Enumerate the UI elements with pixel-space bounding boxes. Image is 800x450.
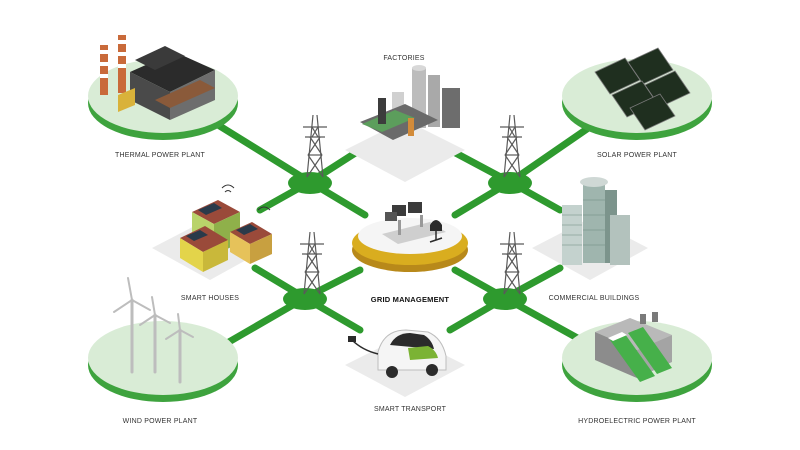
transmission-tower-icon	[500, 231, 524, 295]
junction-nodes	[283, 172, 532, 310]
thermal-power-plant-label: THERMAL POWER PLANT	[115, 152, 205, 159]
smart-transport-label: SMART TRANSPORT	[373, 406, 447, 413]
solar-power-plant-label: SOLAR POWER PLANT	[596, 152, 678, 159]
wind-power-plant-label: WIND POWER PLANT	[122, 418, 198, 425]
grid-management-hub	[352, 202, 468, 272]
smart-houses-label: SMART HOUSES	[180, 295, 240, 302]
hydroelectric-power-plant-label: HYDROELECTRIC POWER PLANT	[578, 418, 696, 425]
link-solar	[506, 116, 604, 186]
transmission-tower-icon	[500, 114, 524, 178]
junction-node	[483, 288, 527, 310]
transmission-tower-icon	[300, 231, 324, 295]
electric-car-icon	[348, 329, 447, 378]
smart-house-icon	[180, 184, 272, 272]
junction-node	[488, 172, 532, 194]
factories-label: FACTORIES	[383, 55, 425, 62]
link-thermal	[206, 116, 314, 186]
control-desk-icon	[382, 202, 446, 244]
dam-icon	[595, 312, 672, 382]
solar-panel-icon	[594, 47, 691, 131]
office-tower-icon	[562, 177, 630, 265]
commercial-buildings-label: COMMERCIAL BUILDINGS	[548, 295, 640, 302]
wind-turbine-icon	[113, 277, 194, 384]
grid-connections	[206, 116, 604, 354]
factory-chimneys-icon	[100, 35, 215, 120]
industrial-plant-icon	[360, 65, 460, 140]
factories-tile	[345, 120, 465, 182]
junction-node	[288, 172, 332, 194]
grid-management-label: GRID MANAGEMENT	[370, 295, 450, 304]
junction-node	[283, 288, 327, 310]
transmission-tower-icon	[303, 114, 327, 178]
transmission-towers	[300, 114, 524, 295]
wind-disc	[88, 321, 238, 402]
